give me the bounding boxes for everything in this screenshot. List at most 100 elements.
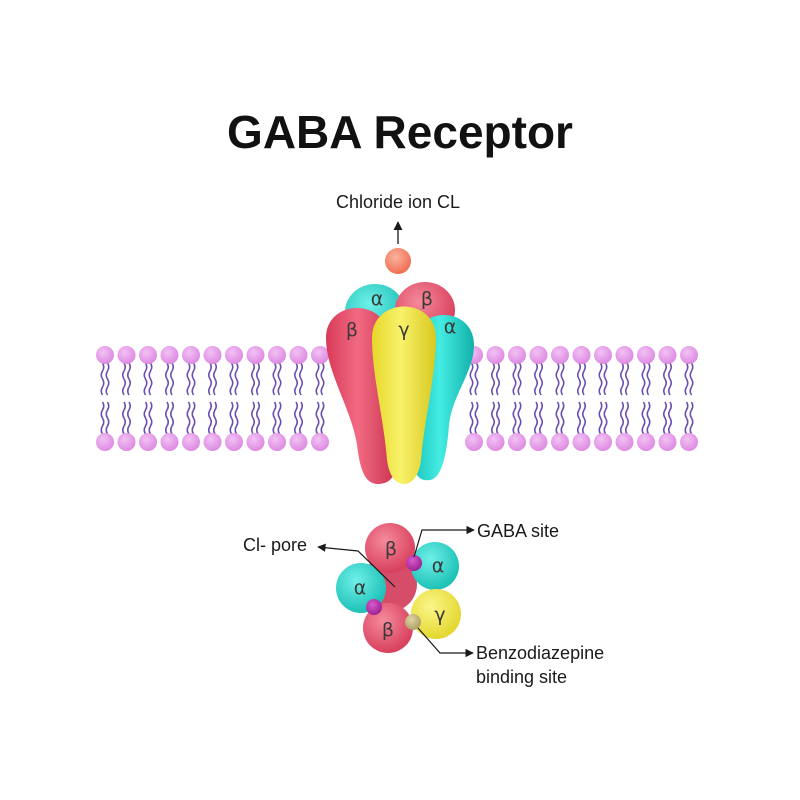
lipid-tail [469, 362, 474, 396]
lipid-tail [229, 362, 234, 396]
lipid-head-inner [182, 433, 200, 451]
lipid-tail [490, 362, 496, 396]
lipid-tail [581, 362, 587, 396]
lipid-tail [684, 362, 689, 396]
benzodiazepine-label-line2: binding site [476, 667, 567, 687]
gaba-binding-site [406, 555, 422, 571]
lipid-head-outer [637, 346, 655, 364]
lipid-tail [186, 362, 191, 396]
cl-pore-arrow [317, 543, 396, 588]
benzodiazepine-binding-site [405, 614, 421, 630]
front-gamma-subunit [372, 306, 436, 484]
lipid-tail [474, 362, 479, 396]
lipid-tail [164, 362, 170, 396]
lipid-head-inner [615, 433, 634, 451]
lipid-head-inner [246, 433, 265, 451]
lipid-head-inner [117, 433, 136, 451]
lipid-tail [689, 362, 694, 396]
lipid-tail [272, 401, 277, 435]
lipid-head-inner [486, 433, 505, 451]
lipid-tail [148, 362, 153, 396]
lipid-head-outer [680, 346, 698, 364]
lipid-head-inner [268, 433, 286, 451]
lipid-head-inner [658, 433, 677, 451]
lipid-head-outer [246, 346, 265, 364]
lipid-tail [298, 401, 304, 435]
lipid-head-inner [551, 433, 569, 451]
lipid-tail [255, 401, 261, 435]
benzodiazepine-label-line1: Benzodiazepine [476, 643, 604, 663]
lipid-tail [212, 401, 218, 435]
lipid-tail [207, 362, 213, 396]
lipid-tail [576, 362, 582, 396]
lipid-head-inner [637, 433, 655, 451]
lipid-tail [533, 401, 539, 435]
bottom-beta-label: β [382, 619, 394, 641]
lipid-head-outer [615, 346, 634, 364]
lipid-tail [229, 401, 234, 435]
lipid-tail [191, 401, 196, 435]
lipid-tail [212, 362, 218, 396]
lipid-tail [619, 401, 625, 435]
bottom-right-gamma-subunit [411, 589, 461, 639]
receptor-side-view: α β β γ α [326, 282, 474, 484]
front-beta-label: β [346, 319, 358, 341]
lipid-tail [662, 401, 668, 435]
lipid-tail [533, 362, 539, 396]
cl-pore-label: Cl- pore [243, 535, 307, 555]
lipid-tail [143, 401, 148, 435]
lipid-head-inner [680, 433, 698, 451]
lipid-tail [277, 401, 282, 435]
lipid-tail [667, 362, 673, 396]
lipid-tail [148, 401, 153, 435]
lipid-head-inner [225, 433, 243, 451]
lipid-tail [555, 362, 560, 396]
benzodiazepine-arrow [417, 627, 474, 658]
lipid-head-outer [203, 346, 222, 364]
lipid-tail [207, 401, 213, 435]
lipid-tail [105, 401, 110, 435]
lipid-tail [121, 362, 127, 396]
lipid-tail [234, 401, 239, 435]
lipid-head-outer [139, 346, 157, 364]
lipid-head-outer [117, 346, 136, 364]
lipid-tail [126, 362, 132, 396]
lipid-head-inner [96, 433, 114, 451]
lipid-tail [100, 362, 105, 396]
right-alpha-label: α [432, 555, 445, 577]
lipid-tail [512, 362, 517, 396]
lipid-head-inner [572, 433, 591, 451]
lipid-tail [603, 401, 608, 435]
lipid-head-inner [139, 433, 157, 451]
lipid-tail [169, 401, 175, 435]
lipid-tail [100, 401, 105, 435]
lipid-head-inner [529, 433, 548, 451]
lipid-tail [186, 401, 191, 435]
lipid-tail [234, 362, 239, 396]
chloride-ion [385, 248, 411, 274]
lipid-tail [164, 401, 170, 435]
lipid-tail [560, 362, 565, 396]
front-gamma-label: γ [398, 319, 409, 341]
lipid-head-inner [594, 433, 612, 451]
chloride-ion-label: Chloride ion CL [336, 192, 460, 212]
lipid-head-inner [508, 433, 526, 451]
lipid-tail [126, 401, 132, 435]
lipid-tail [250, 362, 256, 396]
lipid-head-outer [551, 346, 569, 364]
lipid-head-outer [182, 346, 200, 364]
lipid-tail [143, 362, 148, 396]
lipid-tail [538, 362, 544, 396]
lipid-tail [684, 401, 689, 435]
right-alpha-subunit [411, 542, 459, 590]
lipid-tail [121, 401, 127, 435]
back-beta-label: β [421, 288, 433, 310]
lipid-tail [250, 401, 256, 435]
lipid-tail [646, 401, 651, 435]
lipid-tail [689, 401, 694, 435]
lipid-tail [662, 362, 668, 396]
lipid-tail [474, 401, 479, 435]
lipid-head-outer [96, 346, 114, 364]
lipid-tail [641, 401, 646, 435]
